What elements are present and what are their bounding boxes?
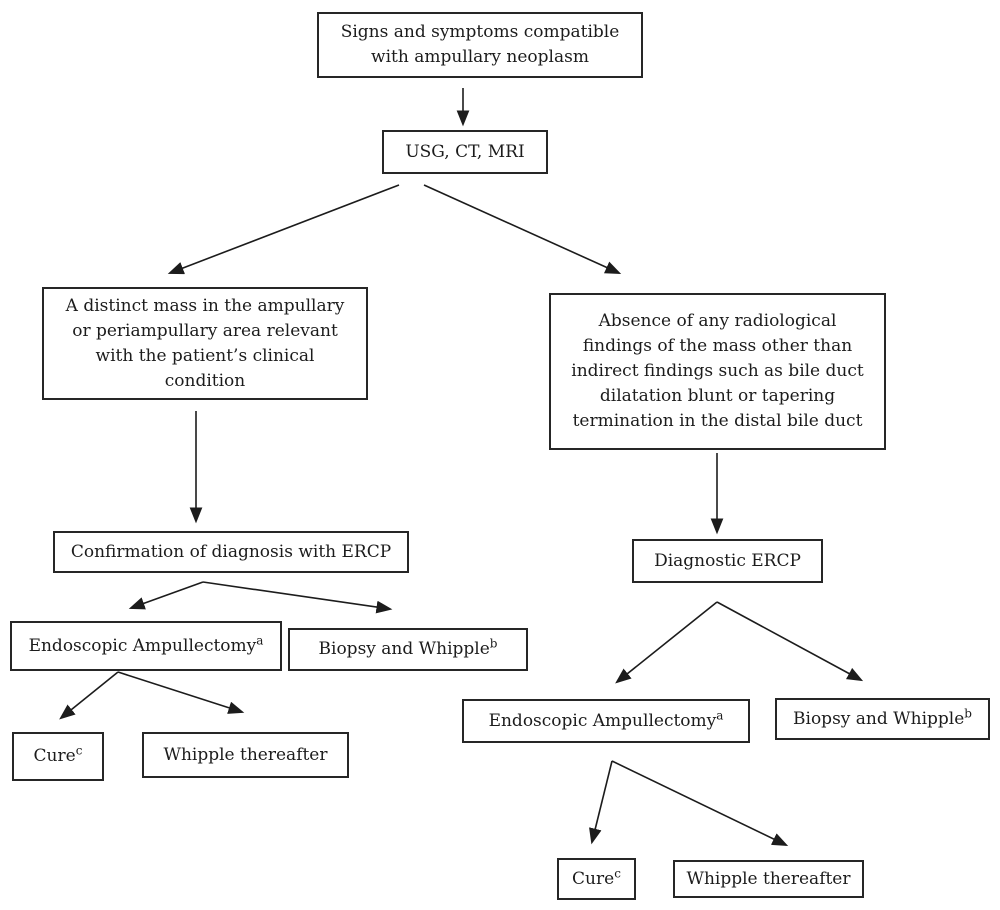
- node-biopsy-whipple-right-label: Biopsy and Whippleb: [793, 705, 972, 729]
- node-whipple-thereafter-left: Whipple thereafter: [142, 732, 349, 778]
- node-biopsy-whipple-left-label: Biopsy and Whippleb: [318, 636, 498, 659]
- node-signs-symptoms-label: Signs and symptoms compatible with ampul…: [340, 22, 620, 67]
- footnote-marker-c: c: [614, 865, 621, 880]
- footnote-marker-a: a: [256, 632, 264, 647]
- node-absence-radiological-findings: Absence of any radiological findings of …: [549, 293, 886, 450]
- arrow-endoscopic-right-to-cure: [589, 760, 613, 845]
- node-endoscopic-ampullectomy-right-label: Endoscopic Ampullectomya: [488, 707, 724, 731]
- node-cure-left-label: Curec: [33, 743, 83, 766]
- node-biopsy-whipple-right: Biopsy and Whippleb: [775, 698, 990, 740]
- arrow-endoscopic-right-to-whipple: [611, 760, 789, 847]
- node-imaging-label: USG, CT, MRI: [405, 141, 525, 162]
- node-absence-label: Absence of any radiological findings of …: [571, 311, 864, 431]
- node-diagnostic-ercp-label: Diagnostic ERCP: [654, 550, 801, 571]
- node-cure-right-label: Curec: [572, 865, 621, 889]
- node-confirmation-label: Confirmation of diagnosis with ERCP: [70, 541, 392, 562]
- node-distinct-mass: A distinct mass in the ampullary or peri…: [42, 287, 368, 400]
- node-confirmation-ercp: Confirmation of diagnosis with ERCP: [53, 531, 409, 573]
- arrow-diagnostic-ercp-to-biopsy-right: [716, 601, 864, 682]
- footnote-marker-b: b: [489, 636, 498, 651]
- node-endoscopic-ampullectomy-left-label: Endoscopic Ampullectomya: [28, 632, 264, 656]
- arrow-confirmation-to-biopsy-left: [202, 581, 393, 614]
- arrow-confirmation-to-endoscopic-left: [128, 581, 204, 610]
- node-endoscopic-ampullectomy-left: Endoscopic Ampullectomya: [10, 621, 282, 671]
- node-imaging-usg-ct-mri: USG, CT, MRI: [382, 130, 548, 174]
- node-endoscopic-ampullectomy-right: Endoscopic Ampullectomya: [462, 699, 750, 743]
- node-cure-left: Curec: [12, 732, 104, 781]
- arrow-endoscopic-left-to-cure: [59, 671, 119, 720]
- arrow-diagnostic-ercp-to-endoscopic-right: [615, 601, 718, 684]
- footnote-marker-c: c: [75, 743, 83, 758]
- arrow-imaging-to-absence: [423, 184, 622, 274]
- arrow-endoscopic-left-to-whipple: [117, 671, 245, 714]
- node-diagnostic-ercp: Diagnostic ERCP: [632, 539, 823, 583]
- node-whipple-thereafter-left-label: Whipple thereafter: [163, 744, 328, 765]
- node-cure-right: Curec: [557, 858, 636, 900]
- node-whipple-thereafter-right: Whipple thereafter: [673, 860, 864, 898]
- node-signs-symptoms: Signs and symptoms compatible with ampul…: [317, 12, 643, 78]
- node-biopsy-whipple-left: Biopsy and Whippleb: [288, 628, 528, 671]
- arrow-imaging-to-mass: [167, 184, 400, 275]
- node-distinct-mass-label: A distinct mass in the ampullary or peri…: [65, 295, 345, 391]
- node-whipple-thereafter-right-label: Whipple thereafter: [686, 868, 851, 889]
- footnote-marker-a: a: [716, 707, 724, 722]
- footnote-marker-b: b: [964, 705, 972, 720]
